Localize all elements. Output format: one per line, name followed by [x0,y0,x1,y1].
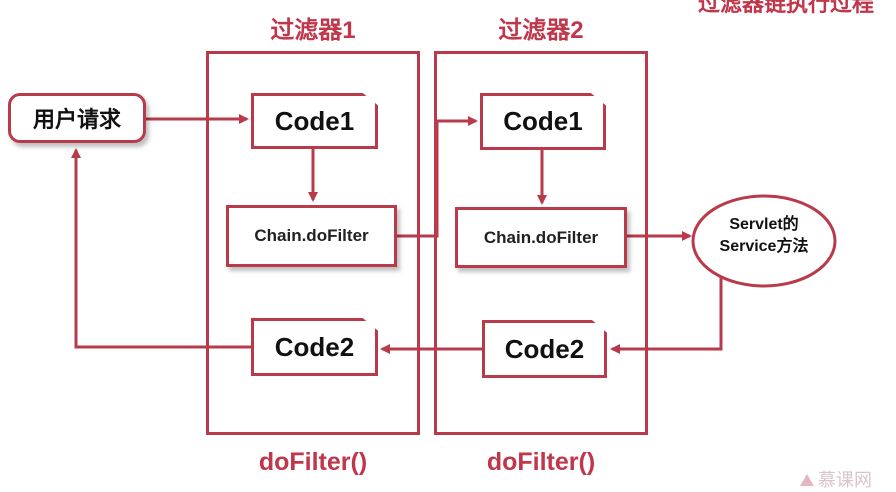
filter1-chain-dofilter-box: Chain.doFilter [226,205,397,267]
watermark-logo-icon [800,474,814,486]
corner-title: 过滤器链执行过程 [698,0,875,16]
filter2-frame [434,51,648,435]
user-request-box: 用户请求 [8,93,146,143]
filter2-title: 过滤器2 [498,17,584,44]
filter1-code1-box: Code1 [251,93,378,149]
filter2-method-label: doFilter() [486,448,596,476]
servlet-line1: Servlet的 [729,216,799,233]
filter1-method-label: doFilter() [258,448,368,476]
servlet-service-label: Servlet的 Service方法 [694,214,834,258]
filter1-code2-box: Code2 [251,318,378,376]
watermark-text: 慕课网 [818,470,872,490]
servlet-ellipse [691,194,837,288]
filter1-frame [206,51,420,435]
filter2-chain-dofilter-box: Chain.doFilter [455,207,627,268]
filter1-title: 过滤器1 [270,17,356,44]
arrow-f1-code2-to-request [71,148,251,349]
filter2-code1-box: Code1 [480,93,606,150]
arrow-servlet-to-f2-code2 [610,275,723,354]
filter2-code2-box: Code2 [482,320,607,378]
watermark: 慕课网 [800,466,872,492]
servlet-line2: Service方法 [719,238,809,255]
